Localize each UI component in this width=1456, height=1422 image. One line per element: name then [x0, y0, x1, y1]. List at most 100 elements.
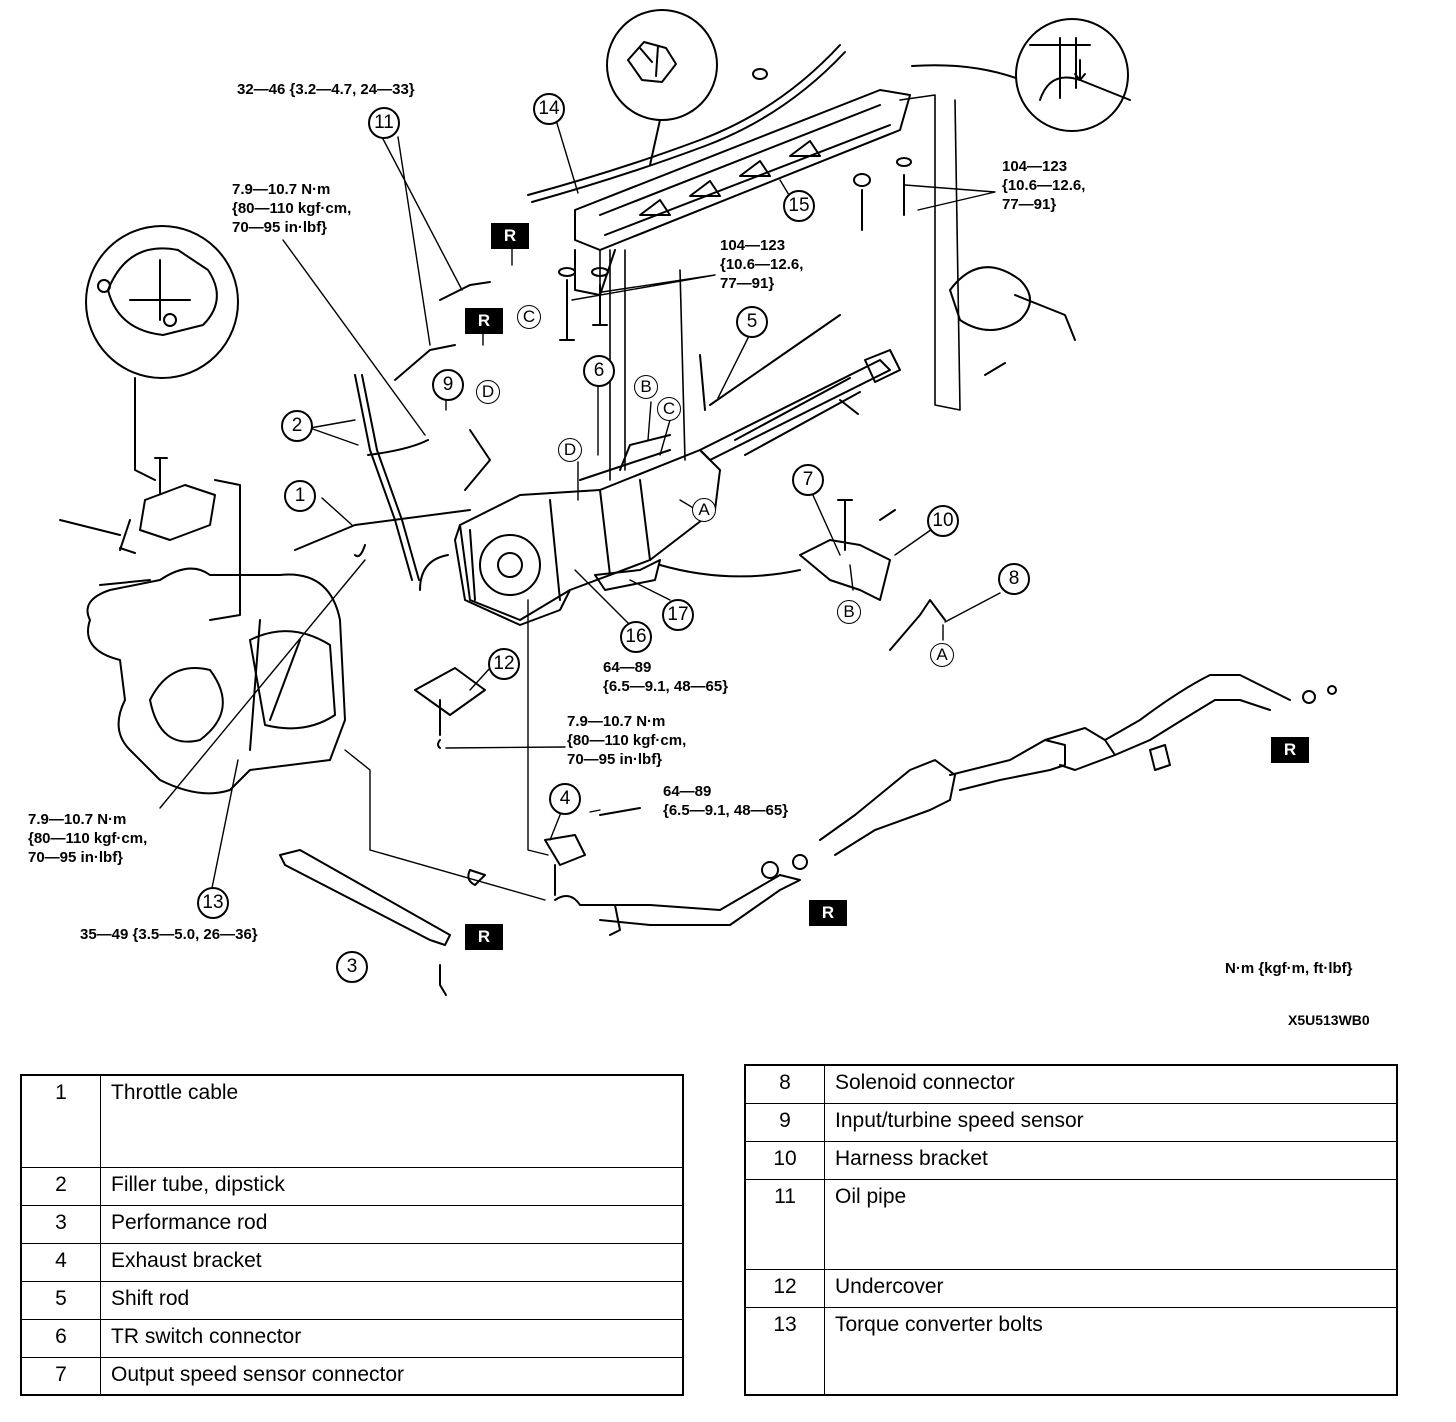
callout-17: 17 — [662, 599, 694, 631]
part-number: 11 — [744, 1178, 825, 1270]
part-number: 7 — [20, 1356, 101, 1396]
callout-7: 7 — [792, 464, 824, 496]
callout-5: 5 — [736, 306, 768, 338]
connector-letter-b: B — [837, 600, 861, 624]
replace-mark: R — [809, 900, 847, 926]
table-row: 11 Oil pipe — [744, 1178, 1398, 1270]
engine-block — [86, 567, 346, 795]
exploded-view-drawing — [59, 9, 1337, 996]
table-row: 8 Solenoid connector — [744, 1064, 1398, 1104]
replace-mark: R — [465, 308, 503, 334]
connector-letter-a: A — [692, 498, 716, 522]
part-name: Undercover — [824, 1268, 1398, 1308]
oil-pipe — [394, 281, 491, 491]
part-name: Throttle cable — [100, 1074, 684, 1168]
callout-16: 16 — [620, 621, 652, 653]
replace-mark: R — [1271, 737, 1309, 763]
part-name: Output speed sensor connector — [100, 1356, 684, 1396]
part-name: Input/turbine speed sensor — [824, 1102, 1398, 1142]
part-number: 1 — [20, 1074, 101, 1168]
torque-label-undercover: 7.9—10.7 N·m{80—110 kgf·cm,70—95 in·lbf} — [567, 713, 687, 768]
part-name: Solenoid connector — [824, 1064, 1398, 1104]
figure-code: X5U513WB0 — [1288, 1012, 1370, 1028]
callout-14: 14 — [533, 93, 565, 125]
drive-shaft — [699, 266, 1076, 461]
callout-9: 9 — [432, 369, 464, 401]
callout-8: 8 — [998, 563, 1030, 595]
dipstick-tube — [354, 374, 429, 581]
table-row: 4 Exhaust bracket — [20, 1242, 684, 1282]
connector-letter-a: A — [930, 643, 954, 667]
exhaust-pipe — [554, 674, 1337, 936]
leader-lines — [159, 119, 1001, 901]
table-row: 1 Throttle cable — [20, 1074, 684, 1168]
torque-label-torque-converter: 7.9—10.7 N·m{80—110 kgf·cm,70—95 in·lbf} — [28, 811, 148, 866]
shift-rod — [699, 314, 841, 411]
replace-mark: R — [491, 223, 529, 249]
part-number: 13 — [744, 1306, 825, 1396]
table-row: 6 TR switch connector — [20, 1318, 684, 1358]
transmission-body — [419, 434, 721, 626]
table-row: 9 Input/turbine speed sensor — [744, 1102, 1398, 1142]
part-number: 8 — [744, 1064, 825, 1104]
exhaust-bracket — [544, 807, 641, 896]
part-number: 2 — [20, 1166, 101, 1206]
torque-label-dipstick: 7.9—10.7 N·m{80—110 kgf·cm,70—95 in·lbf} — [232, 181, 352, 236]
throttle-cable — [294, 509, 471, 558]
part-number: 12 — [744, 1268, 825, 1308]
torque-label-performance-rod: 35—49 {3.5—5.0, 26—36} — [80, 926, 258, 943]
callout-1: 1 — [284, 480, 316, 512]
connector-letter-d: D — [558, 438, 582, 462]
torque-label-crossmember-right: 104—123{10.6—12.6,77—91} — [1002, 158, 1086, 213]
detail-circle-top — [606, 9, 718, 166]
detail-circle-left — [85, 225, 239, 481]
part-name: TR switch connector — [100, 1318, 684, 1358]
connector-letter-b: B — [634, 375, 658, 399]
part-number: 6 — [20, 1318, 101, 1358]
replace-mark: R — [465, 924, 503, 950]
callout-3: 3 — [336, 951, 368, 983]
part-number: 10 — [744, 1140, 825, 1180]
table-row: 12 Undercover — [744, 1268, 1398, 1308]
starter-motor — [59, 457, 241, 621]
part-number: 3 — [20, 1204, 101, 1244]
crossmember-drawing — [527, 44, 911, 296]
table-row: 13 Torque converter bolts — [744, 1306, 1398, 1396]
table-row: 7 Output speed sensor connector — [20, 1356, 684, 1396]
torque-label-exhaust-bracket: 64—89{6.5—9.1, 48—65} — [663, 783, 789, 819]
connector-letter-c: C — [517, 305, 541, 329]
part-number: 9 — [744, 1102, 825, 1142]
table-row: 2 Filler tube, dipstick — [20, 1166, 684, 1206]
torque-label-crossmember-center: 104—123{10.6—12.6,77—91} — [720, 237, 804, 292]
part-name: Performance rod — [100, 1204, 684, 1244]
callout-6: 6 — [583, 355, 615, 387]
callout-11: 11 — [368, 107, 400, 139]
reference-lines — [599, 94, 961, 481]
parts-legend-right: 8 Solenoid connector 9 Input/turbine spe… — [744, 1064, 1398, 1396]
connector-letter-c: C — [657, 397, 681, 421]
callout-15: 15 — [783, 190, 815, 222]
part-name: Torque converter bolts — [824, 1306, 1398, 1396]
part-name: Shift rod — [100, 1280, 684, 1320]
undercover-plate — [414, 667, 486, 749]
torque-label-transmission-mount: 64—89{6.5—9.1, 48—65} — [603, 659, 729, 695]
part-number: 4 — [20, 1242, 101, 1282]
units-note: N·m {kgf·m, ft·lbf} — [1225, 960, 1353, 977]
performance-rod — [279, 849, 486, 996]
connector-letter-d: D — [476, 380, 500, 404]
callout-4: 4 — [549, 783, 581, 815]
callout-10: 10 — [927, 505, 959, 537]
table-row: 5 Shift rod — [20, 1280, 684, 1320]
parts-legend-left: 1 Throttle cable 2 Filler tube, dipstick… — [20, 1074, 684, 1396]
part-name: Filler tube, dipstick — [100, 1166, 684, 1206]
crossmember-bolts — [558, 68, 912, 341]
detail-circle-right — [911, 18, 1131, 132]
torque-label-oil-pipe: 32—46 {3.2—4.7, 24—33} — [237, 81, 415, 98]
part-name: Harness bracket — [824, 1140, 1398, 1180]
callout-2: 2 — [281, 410, 313, 442]
part-name: Oil pipe — [824, 1178, 1398, 1270]
part-number: 5 — [20, 1280, 101, 1320]
callout-13: 13 — [197, 887, 229, 919]
harness-bracket — [659, 499, 946, 651]
table-row: 10 Harness bracket — [744, 1140, 1398, 1180]
